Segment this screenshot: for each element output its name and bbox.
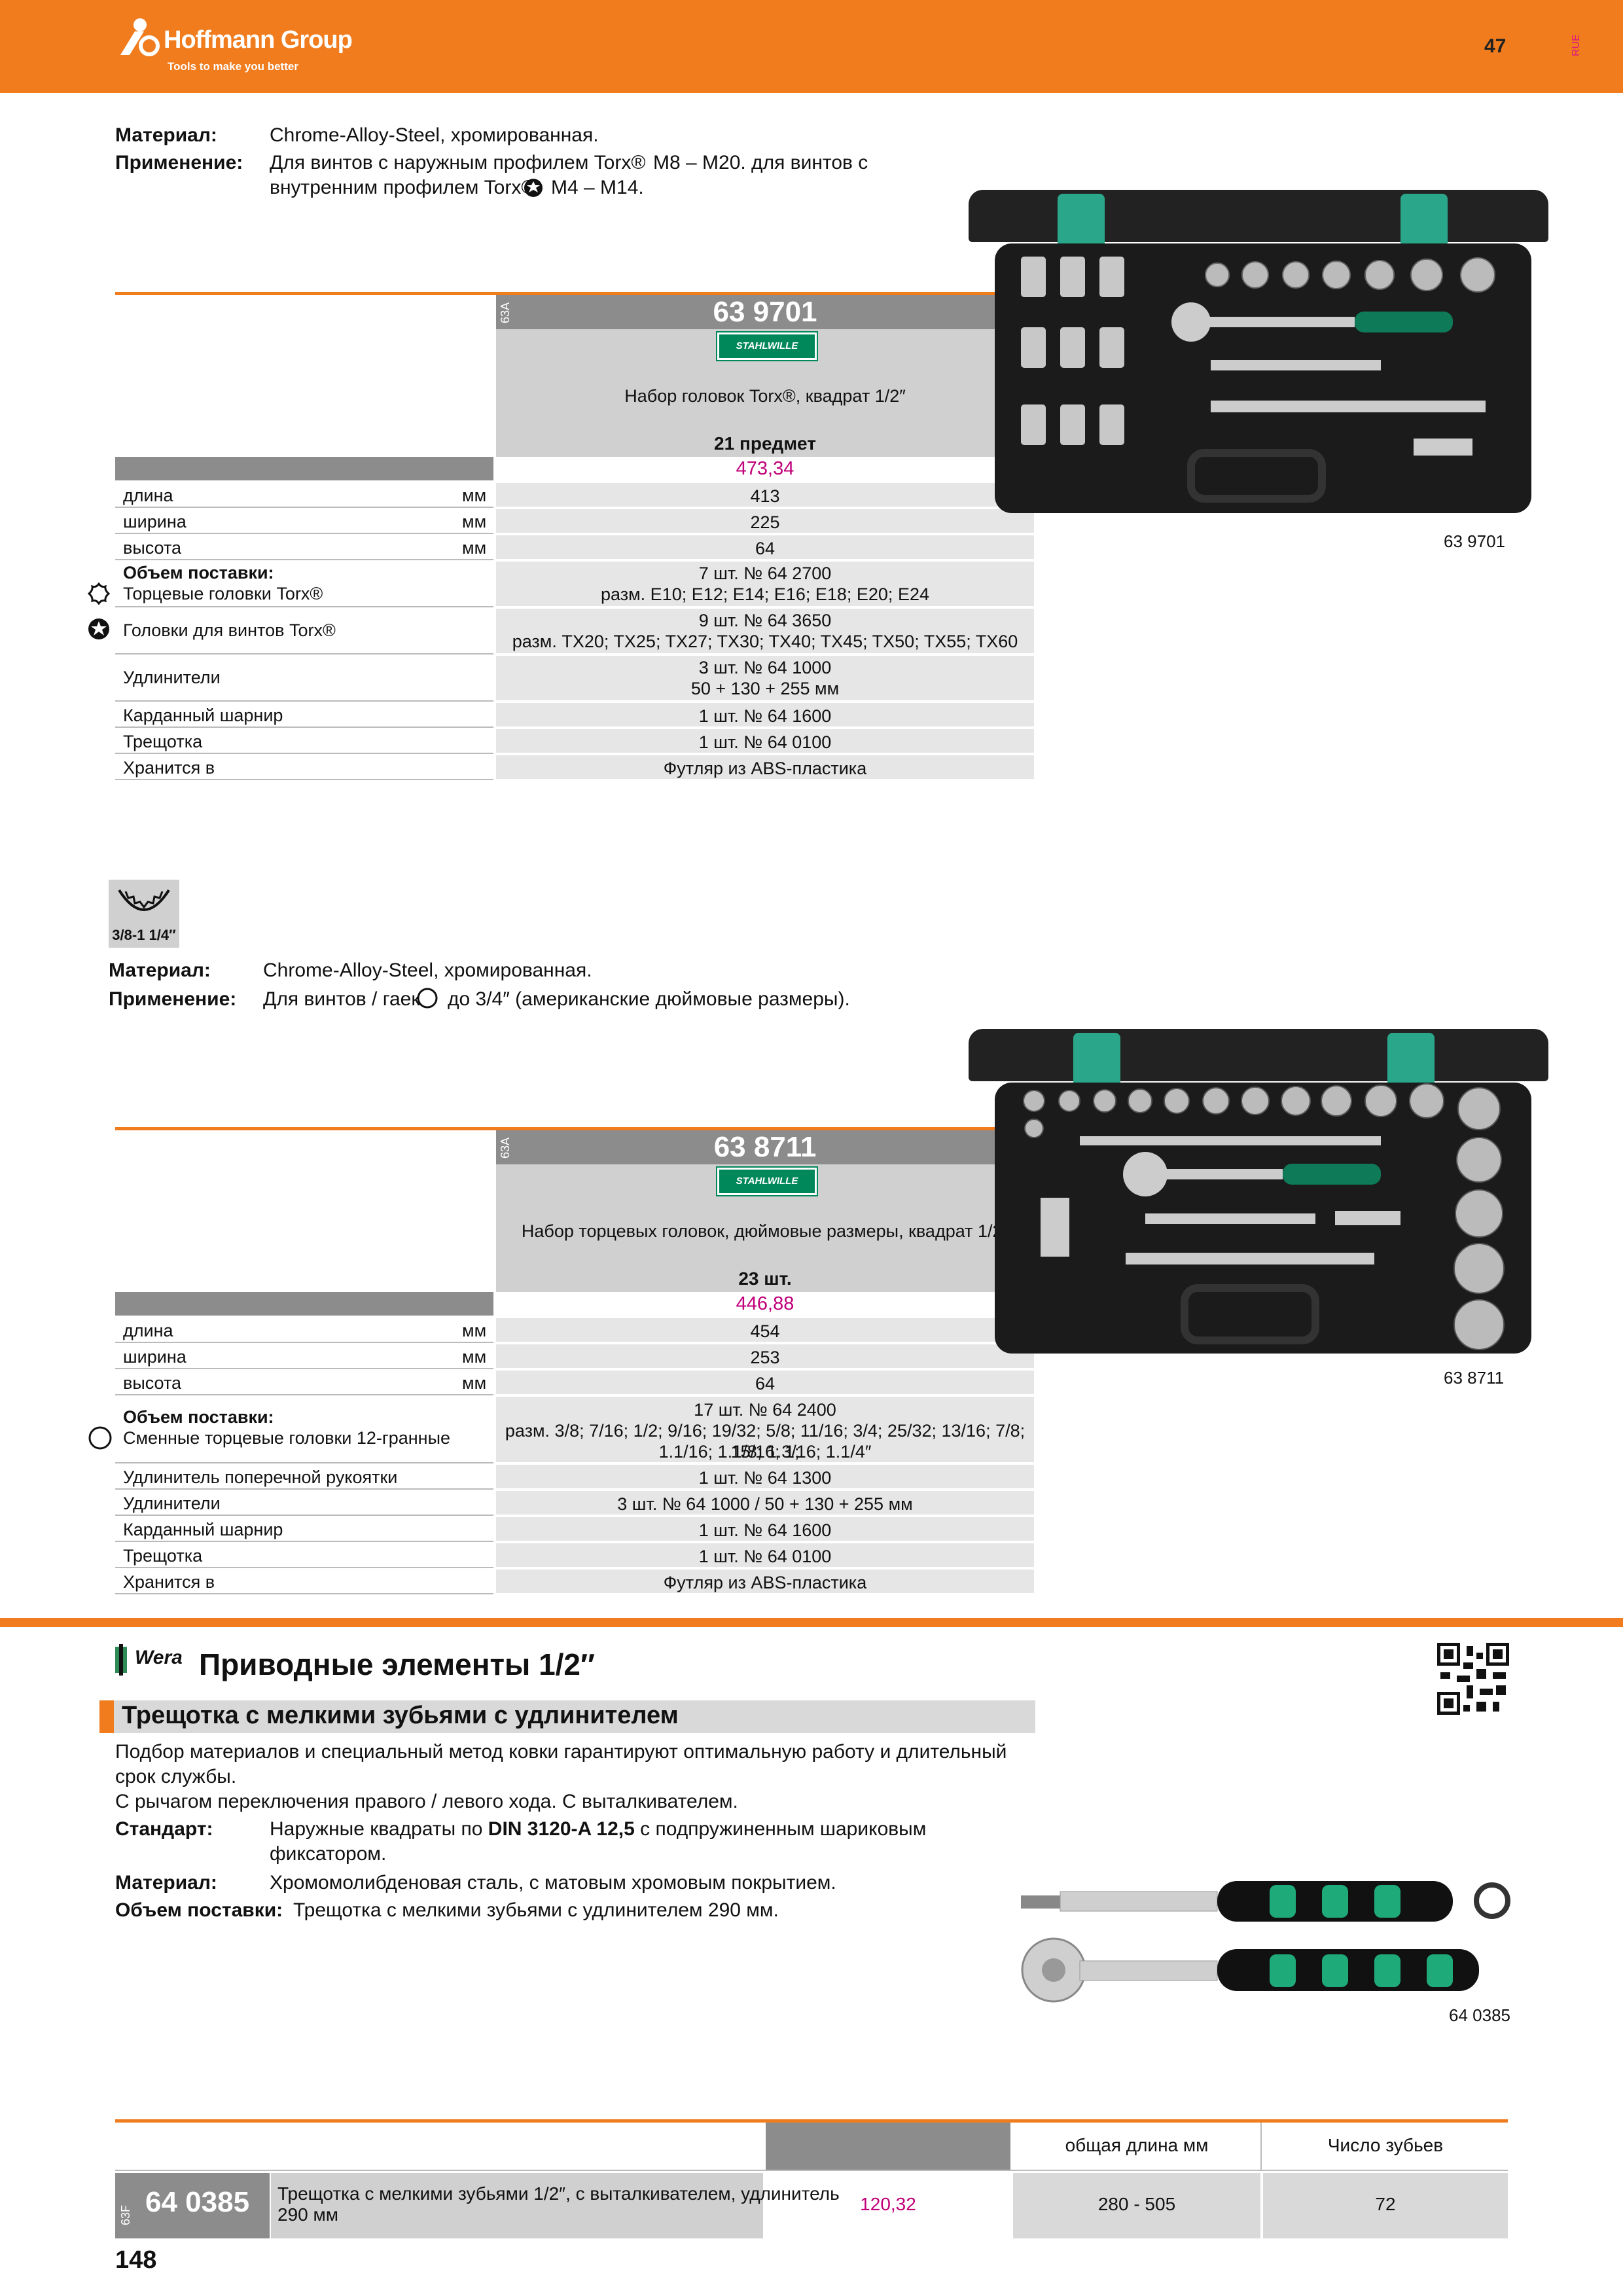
- subheading: Трещотка с мелкими зубьями с удлинителем: [122, 1702, 679, 1729]
- intro-line-1: Подбор материалов и специальный метод ко…: [115, 1741, 1007, 1763]
- article-description-cell: [271, 2173, 763, 2238]
- application-line-2b: M4 – M14.: [551, 177, 644, 198]
- case-latch: [1058, 194, 1105, 249]
- twelve-point-small-icon: [417, 988, 438, 1009]
- article-description-line-1: Трещотка с мелкими зубьями 1/2″, с вытал…: [277, 2183, 840, 2204]
- page-number: 148: [115, 2246, 157, 2274]
- scope-label: Объем поставки:: [115, 1899, 283, 1921]
- column-header-length: общая длина мм: [1065, 2135, 1209, 2155]
- material-label: Материал:: [115, 1872, 217, 1893]
- article-length: 280 - 505: [1097, 2194, 1176, 2214]
- product-count: 21 предмет: [714, 433, 816, 454]
- ratchet-image: [1021, 1881, 1510, 2003]
- wera-logo: Wera: [115, 1644, 186, 1677]
- intro-line-3: С рычагом переключения правого / левого …: [115, 1791, 738, 1812]
- case-lid: [969, 190, 1548, 242]
- qr-code-icon: [1437, 1643, 1509, 1715]
- image-caption: 63 9701: [1444, 531, 1505, 551]
- scope-label: Объем поставки:: [123, 1407, 274, 1427]
- table-top-line: [115, 292, 1034, 295]
- language-tag: RUE: [1571, 34, 1582, 56]
- material-label: Материал:: [115, 124, 217, 146]
- standard-value: Наружные квадраты по DIN 3120-A 12,5 с п…: [270, 1818, 927, 1840]
- page-number-top: 47: [1484, 35, 1507, 57]
- standard-label: Стандарт:: [115, 1818, 213, 1840]
- twelve-point-socket-icon: [88, 1426, 112, 1450]
- brand-name: Hoffmann Group: [164, 26, 353, 54]
- section-divider: [0, 1618, 1623, 1627]
- table-top-line: [115, 2119, 1508, 2123]
- price-row-left: [115, 1292, 493, 1316]
- product-number-bar: [496, 1130, 1034, 1164]
- hoffmann-logo-icon: [120, 18, 160, 56]
- scope-value: Трещотка с мелкими зубьями с удлинителем…: [293, 1899, 779, 1921]
- price-row-left: [115, 457, 493, 480]
- application-line-2: внутренним профилем Torx®: [270, 177, 536, 198]
- case-latch: [1400, 194, 1448, 249]
- application-value-b: до 3/4″ (американские дюймовые размеры).: [448, 988, 850, 1010]
- case-lid: [969, 1029, 1548, 1081]
- case-latch: [1387, 1033, 1435, 1088]
- standard-value-cont: фиксатором.: [270, 1843, 387, 1865]
- material-value: Chrome-Alloy-Steel, хромированная.: [263, 960, 592, 981]
- product-description: Набор головок Torx®, квадрат 1/2″: [624, 386, 906, 406]
- stahlwille-logo: STAHLWILLE: [717, 332, 817, 360]
- product-price: 473,34: [736, 458, 794, 479]
- torx-internal-icon: [524, 179, 543, 197]
- price-header: [766, 2123, 1010, 2170]
- product-number: 63 8711: [713, 1131, 817, 1163]
- article-description-line-2: 290 мм: [277, 2204, 338, 2225]
- subheading-bar: [99, 1700, 1035, 1733]
- image-caption: 63 8711: [1444, 1368, 1505, 1388]
- application-line-1b: M8 – M20. для винтов с: [653, 152, 868, 173]
- socket-case-image: [995, 243, 1531, 513]
- socket-set-icon: [1023, 1083, 1505, 1350]
- side-code: 63F: [119, 2204, 132, 2225]
- stahlwille-logo: STAHLWILLE: [717, 1168, 817, 1195]
- product-count: 23 шт.: [738, 1268, 792, 1289]
- scope-label: Объем поставки:: [123, 563, 274, 583]
- torx-external-icon: [88, 583, 110, 605]
- size-icon-box: 3/8-1 1/4″: [109, 880, 179, 948]
- material-value: Chrome-Alloy-Steel, хромированная.: [270, 124, 599, 146]
- wera-logo-text: Wera: [135, 1647, 183, 1668]
- application-label: Применение:: [115, 152, 243, 173]
- table-top-line: [115, 1127, 1034, 1130]
- torx-bit-icon: [88, 619, 109, 639]
- brand-tagline: Tools to make you better: [168, 60, 298, 73]
- column-header-teeth: Число зубьев: [1327, 2135, 1444, 2155]
- article-number: 64 0385: [145, 2186, 250, 2218]
- material-value: Хромомолибденовая сталь, с матовым хромо…: [270, 1872, 836, 1893]
- socket-set-icon: [1021, 257, 1495, 503]
- application-value-a: Для винтов / гаек: [263, 988, 420, 1010]
- product-number: 63 9701: [713, 296, 817, 328]
- page-header: Hoffmann Group Tools to make you better …: [0, 0, 1623, 93]
- material-label: Материал:: [109, 960, 211, 981]
- section-heading: Приводные элементы 1/2″: [199, 1647, 596, 1681]
- application-label: Применение:: [109, 988, 237, 1010]
- subheading-accent: [99, 1700, 114, 1733]
- article-teeth: 72: [1375, 2194, 1396, 2214]
- product-price: 446,88: [736, 1293, 794, 1314]
- size-range-label: 3/8-1 1/4″: [112, 927, 176, 943]
- article-number-cell: [115, 2173, 270, 2238]
- case-latch: [1073, 1033, 1120, 1088]
- article-price: 120,32: [860, 2194, 916, 2214]
- product-number-bar: [496, 295, 1034, 329]
- twelve-point-socket-icon: [118, 889, 170, 911]
- intro-line-2: срок службы.: [115, 1766, 237, 1787]
- socket-case-image: [995, 1083, 1531, 1354]
- product-description: Набор торцевых головок, дюймовые размеры…: [521, 1221, 1009, 1241]
- image-caption: 64 0385: [1449, 2005, 1510, 2025]
- application-line-1: Для винтов с наружным профилем Torx®: [270, 152, 646, 173]
